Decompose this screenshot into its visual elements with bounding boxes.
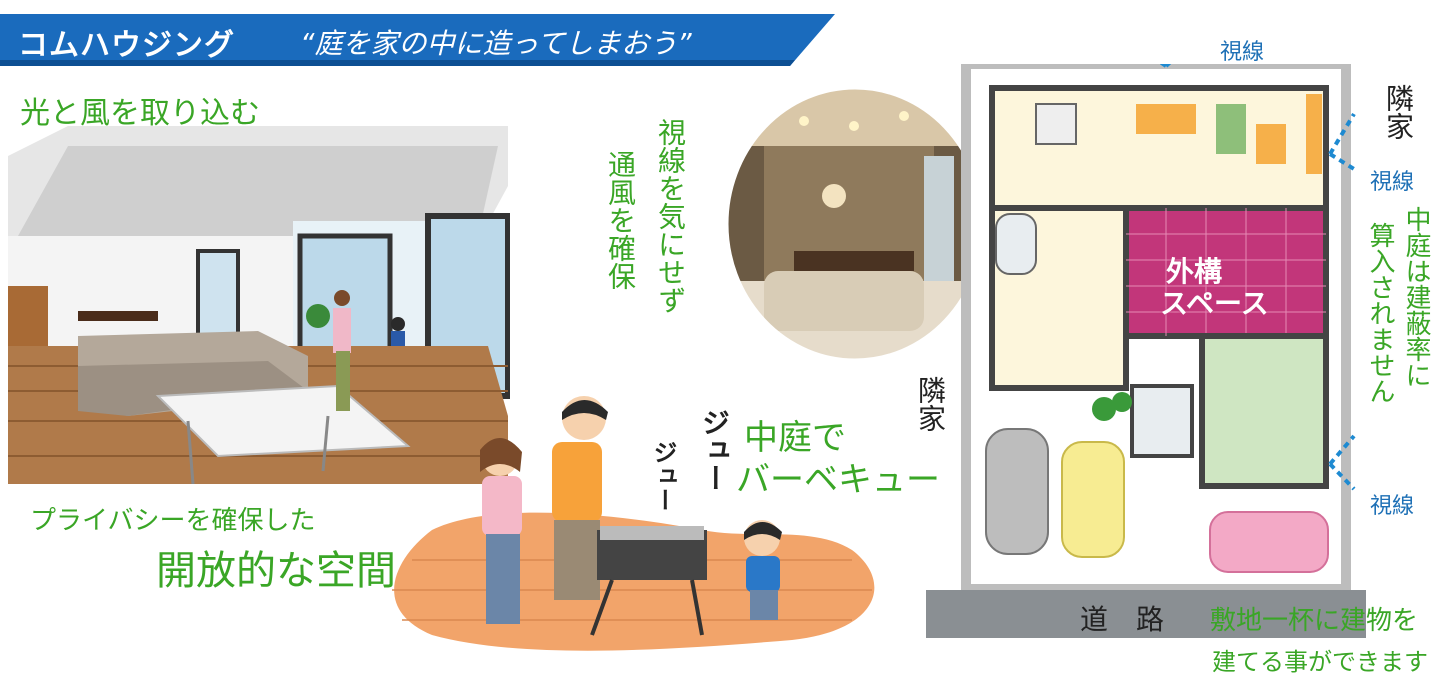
neighbor-label-left: 隣家 [914,376,947,432]
living-room-illustration [8,126,510,484]
interior-photo [725,86,985,362]
header-band-shape [0,14,835,66]
sightline-label-right-bottom: 視線 [1370,494,1415,519]
caption-full-site-1: 敷地一杯に建物を [1210,606,1419,636]
caption-courtyard-note-1: 中庭は建蔽率に [1401,206,1431,388]
sightline-label-right-top: 視線 [1370,170,1415,195]
sizzle-text-2: ジュー [649,440,677,512]
floor-plan [961,64,1356,594]
caption-full-site-2: 建てる事ができます [1212,648,1428,676]
caption-privacy: プライバシーを確保した [30,506,316,536]
caption-light-wind: 光と風を取り込む [20,96,260,131]
caption-courtyard-bbq-1: 中庭で [744,418,846,458]
neighbor-label-top: 隣家 [1382,84,1415,140]
sightline-label-top: 視線 [1220,40,1265,65]
caption-ventilation-1: 視線を気にせず [654,118,687,314]
caption-courtyard-bbq-2: バーベキュー [736,460,940,500]
exterior-space-label-1: 外構 [1166,255,1223,288]
caption-ventilation-2: 通風を確保 [604,150,637,290]
brand-name: コムハウジング [18,28,235,63]
road-strip [926,590,1366,638]
caption-open-space: 開放的な空間 [156,548,396,594]
header-band [0,14,835,66]
caption-courtyard-note-2: 算入されません [1365,222,1395,404]
road-label: 道 路 [1080,603,1165,636]
bbq-illustration [392,396,875,651]
exterior-space-label-2: スペース [1160,287,1269,320]
sizzle-text-1: ジュー [698,408,731,492]
slogan: “庭を家の中に造ってしまおう” [300,27,692,60]
